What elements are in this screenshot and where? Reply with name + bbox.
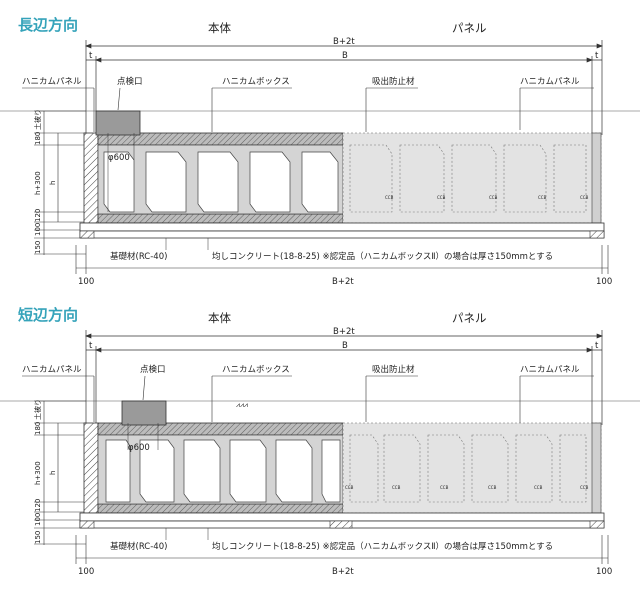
dim-b: B bbox=[342, 51, 348, 61]
label-diameter: φ600 bbox=[128, 443, 150, 453]
label-honeycomb-panel-left: ハニカムパネル bbox=[22, 77, 82, 87]
dim-t-right: t bbox=[595, 341, 599, 351]
svg-text:CCB: CCB bbox=[580, 195, 589, 200]
label-foundation: 基礎材(RC-40) bbox=[110, 251, 167, 262]
dim-bottom-left: 100 bbox=[78, 567, 94, 577]
leveling-concrete bbox=[79, 222, 605, 232]
panel-marks: CCB CCB CCB CCB CCB CCB bbox=[345, 485, 589, 490]
panel-side-cells bbox=[349, 434, 587, 503]
bottom-dimensions bbox=[75, 535, 609, 564]
soil-symbol: ⩘⩘⩘ bbox=[236, 401, 248, 409]
dim-h: h bbox=[49, 181, 57, 185]
inspection-port bbox=[95, 110, 141, 136]
dim-bottom-mid: B+2t bbox=[332, 277, 354, 287]
top-dimensions bbox=[85, 330, 603, 425]
label-anti-suction: 吸出防止材 bbox=[372, 364, 415, 375]
label-leveling-concrete: 均しコンクリート(18-8-25) ※認定品（ハニカムボックスⅡ）の場合は厚さ1… bbox=[212, 541, 553, 552]
dim-bottom-left: 100 bbox=[78, 277, 94, 287]
top-dimensions bbox=[85, 40, 603, 135]
svg-text:CCB: CCB bbox=[580, 485, 589, 490]
svg-text:CCB: CCB bbox=[345, 485, 354, 490]
left-panel-wall bbox=[83, 422, 99, 514]
label-foundation: 基礎材(RC-40) bbox=[110, 541, 167, 552]
dim-180: 180 bbox=[34, 132, 42, 145]
dim-cover: 土被り bbox=[33, 399, 42, 420]
header-panel: パネル bbox=[452, 311, 487, 325]
section-title: 長辺方向 bbox=[18, 16, 78, 34]
foundation-edge-right bbox=[589, 230, 605, 239]
leader-lines bbox=[22, 87, 594, 132]
label-leveling-concrete: 均しコンクリート(18-8-25) ※認定品（ハニカムボックスⅡ）の場合は厚さ1… bbox=[212, 251, 553, 262]
dim-h-plus-300: h+300 bbox=[34, 171, 42, 195]
dim-bottom-mid: B+2t bbox=[332, 567, 354, 577]
dim-100: 100 bbox=[34, 223, 42, 236]
foundation-edge-left bbox=[79, 230, 95, 239]
svg-text:CCB: CCB bbox=[392, 485, 401, 490]
header-body: 本体 bbox=[208, 311, 231, 325]
label-inspection-port: 点検口 bbox=[117, 76, 143, 87]
panel-side-cells bbox=[349, 144, 587, 213]
leader-lines bbox=[22, 375, 594, 432]
body-bottom-slab bbox=[97, 503, 344, 514]
left-dimensions bbox=[34, 110, 86, 255]
dim-h: h bbox=[49, 471, 57, 475]
panel-marks: CCB CCB CCB CCB CCB bbox=[385, 195, 589, 200]
svg-text:CCB: CCB bbox=[488, 485, 497, 490]
foundation-edge-left bbox=[79, 520, 95, 529]
dim-bottom-right: 100 bbox=[596, 277, 612, 287]
label-honeycomb-box: ハニカムボックス bbox=[222, 365, 290, 375]
dim-cover: 土被り bbox=[33, 109, 42, 130]
dim-b: B bbox=[342, 341, 348, 351]
left-dimensions bbox=[34, 400, 86, 545]
inspection-port bbox=[121, 400, 167, 426]
dim-100: 100 bbox=[34, 513, 42, 526]
label-honeycomb-panel-right: ハニカムパネル bbox=[520, 365, 580, 375]
dim-h-plus-300: h+300 bbox=[34, 461, 42, 485]
dim-total-width: B+2t bbox=[333, 327, 355, 337]
dim-t-left: t bbox=[89, 51, 93, 61]
honeycomb-cells bbox=[105, 439, 341, 503]
header-body: 本体 bbox=[208, 21, 231, 35]
foundation-edge-mid bbox=[329, 520, 353, 529]
label-diameter: φ600 bbox=[108, 153, 130, 163]
dim-t-right: t bbox=[595, 51, 599, 61]
foundation-layer bbox=[79, 230, 605, 239]
svg-text:CCB: CCB bbox=[534, 485, 543, 490]
dim-bottom-right: 100 bbox=[596, 567, 612, 577]
svg-text:CCB: CCB bbox=[489, 195, 498, 200]
dim-150: 150 bbox=[34, 531, 42, 544]
leveling-concrete bbox=[79, 512, 605, 522]
foundation-edge-right bbox=[589, 520, 605, 529]
dim-180: 180 bbox=[34, 422, 42, 435]
label-anti-suction: 吸出防止材 bbox=[372, 76, 415, 87]
label-honeycomb-box: ハニカムボックス bbox=[222, 77, 290, 87]
label-honeycomb-panel-left: ハニカムパネル bbox=[22, 365, 82, 375]
right-panel-wall bbox=[591, 422, 602, 514]
body-bottom-slab bbox=[97, 213, 344, 224]
honeycomb-cells bbox=[103, 151, 339, 213]
dim-150: 150 bbox=[34, 241, 42, 254]
header-panel: パネル bbox=[452, 21, 487, 35]
svg-text:CCB: CCB bbox=[437, 195, 446, 200]
right-panel-wall bbox=[591, 132, 602, 224]
dim-total-width: B+2t bbox=[333, 37, 355, 47]
section-long-direction: 長辺方向 本体 パネル B+2t t B t ハニカムパネル 点検口 ハニカムボ… bbox=[0, 16, 640, 287]
svg-text:CCB: CCB bbox=[385, 195, 394, 200]
left-panel-wall bbox=[83, 132, 99, 224]
dim-t-left: t bbox=[89, 341, 93, 351]
dim-120: 120 bbox=[34, 499, 42, 512]
label-inspection-port: 点検口 bbox=[140, 364, 166, 375]
svg-text:CCB: CCB bbox=[440, 485, 449, 490]
bottom-dimensions bbox=[75, 245, 609, 274]
label-honeycomb-panel-right: ハニカムパネル bbox=[520, 77, 580, 87]
dim-120: 120 bbox=[34, 209, 42, 222]
section-short-direction: 短辺方向 本体 パネル B+2t t B t ハニカムパネル 点検口 ハニカムボ… bbox=[0, 306, 640, 577]
svg-text:CCB: CCB bbox=[538, 195, 547, 200]
section-title: 短辺方向 bbox=[18, 306, 78, 324]
panel-side-body bbox=[342, 132, 602, 224]
